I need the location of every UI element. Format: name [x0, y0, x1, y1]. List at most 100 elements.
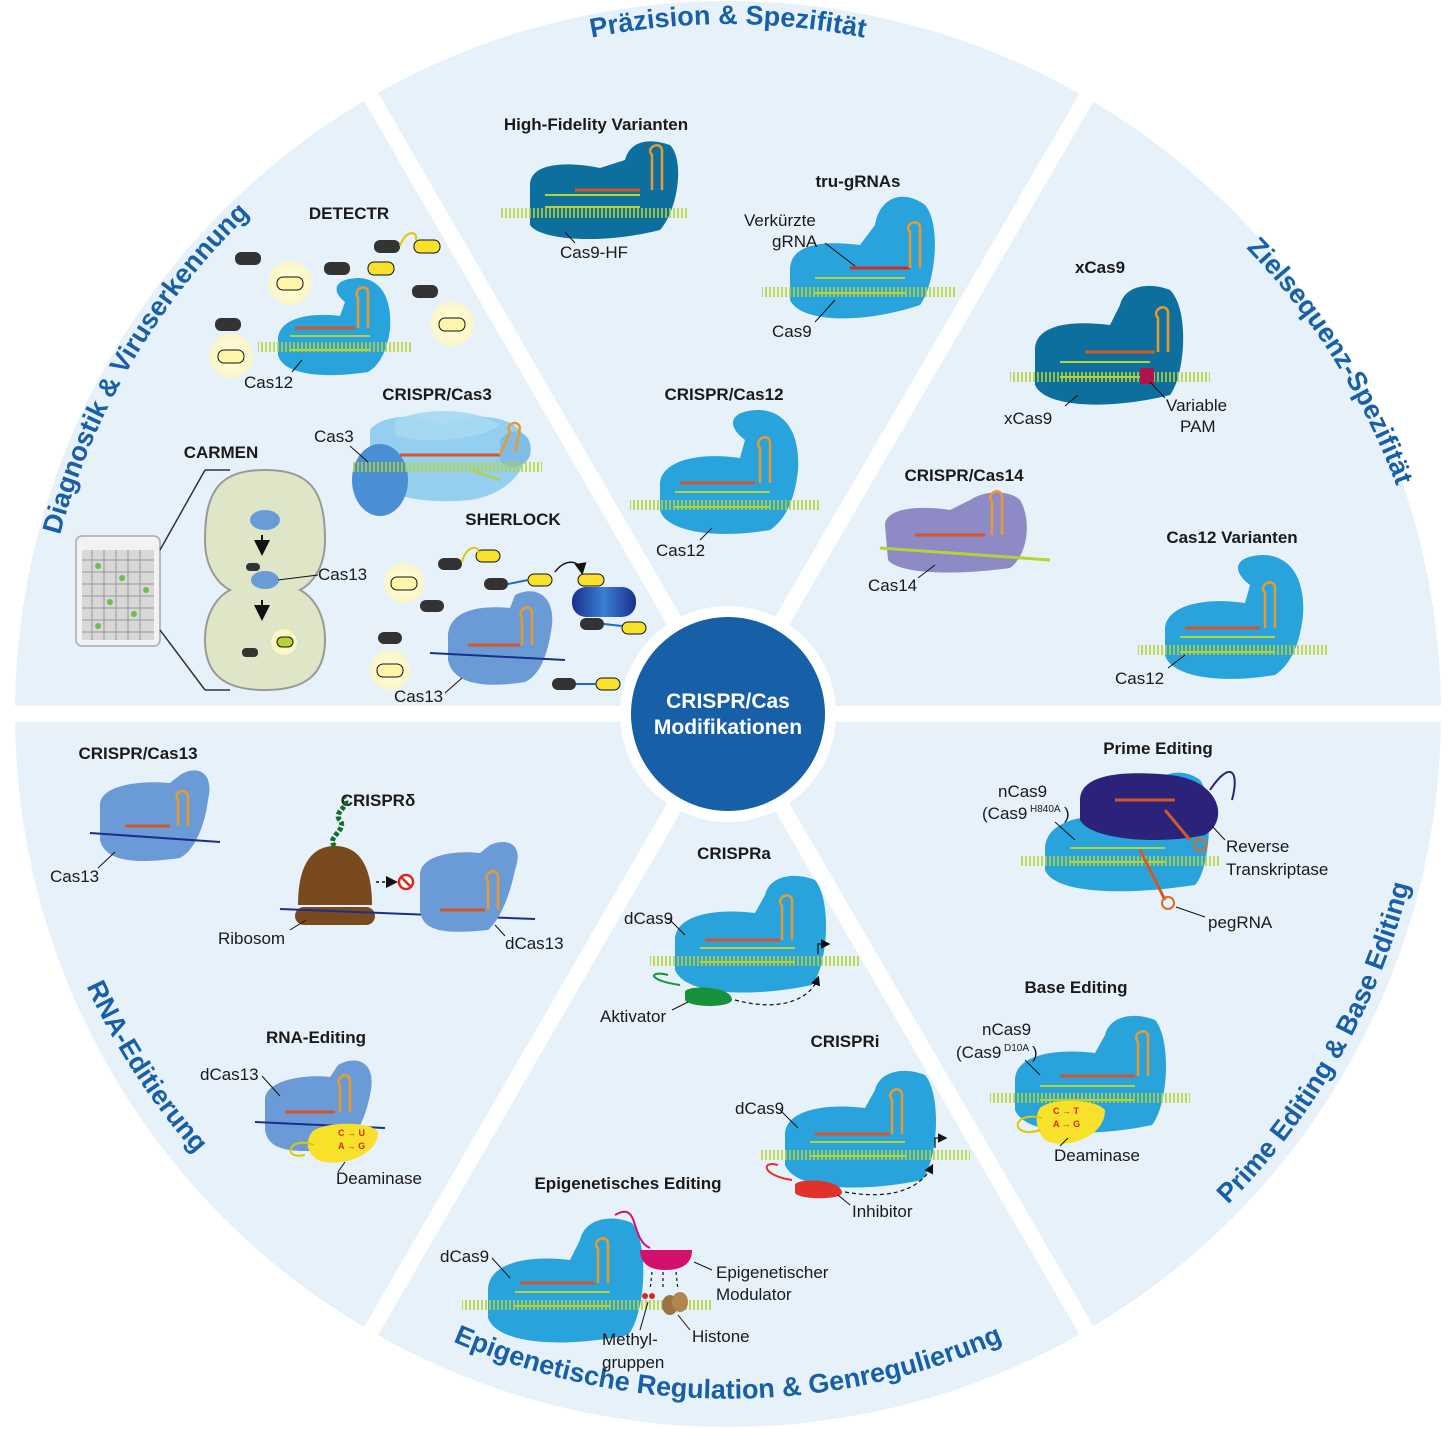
grna-hairpin-icon	[337, 1074, 352, 1112]
cas13-panel: CRISPR/Cas13 Cas13	[50, 744, 221, 886]
leader-line	[677, 1314, 691, 1331]
linker-icon	[765, 1163, 793, 1181]
stop-slash-icon	[400, 876, 412, 888]
base-label2: (Cas9	[956, 1043, 1001, 1062]
cas13-label: Cas13	[50, 867, 99, 886]
methyl-group-icon	[642, 1293, 648, 1299]
quencher-icon	[420, 600, 444, 612]
dna-strand-icon	[469, 469, 501, 481]
leader-line	[494, 924, 506, 937]
tss-arrow-icon	[817, 939, 831, 954]
cascade-subunit-icon	[395, 410, 500, 441]
epi-panel: Epigenetisches Editing dCas9 Epigenetisc…	[440, 1174, 829, 1372]
tss-arrow-icon	[934, 1133, 948, 1148]
quencher-icon	[235, 252, 261, 265]
tru-panel: tru-gRNAs Verkürzte gRNA Cas9	[744, 172, 956, 341]
base-edit1: C → T	[1053, 1106, 1080, 1116]
peptide-chain-icon	[330, 796, 349, 848]
fluorophore-icon	[390, 576, 418, 591]
leader-line	[1064, 394, 1079, 407]
grna-hairpin-icon	[519, 606, 534, 645]
dna-strand-icon	[515, 1291, 610, 1307]
crispra-panel: CRISPRa dCas9 Aktivator	[600, 844, 860, 1026]
crispri-panel: CRISPRi dCas9 Inhibitor	[735, 1032, 970, 1221]
modification-arrows-icon	[649, 1271, 679, 1291]
dna-strand-icon	[1070, 847, 1165, 863]
reporter-quencher-icon	[552, 678, 576, 690]
pegrna-loop-icon	[1161, 896, 1175, 910]
quencher-icon	[378, 632, 402, 644]
dna-strand-icon	[1180, 636, 1275, 653]
rnaed-edit2: A → G	[338, 1141, 365, 1151]
delta-label: dCas13	[505, 934, 564, 953]
prime-peg: pegRNA	[1208, 913, 1273, 932]
pegrna-loop-icon	[1193, 838, 1207, 852]
reporter-quencher-icon	[580, 618, 604, 630]
leader-line	[261, 1075, 281, 1097]
delta-panel: CRISPRδ Ribosom dCas13	[218, 791, 564, 953]
grna-hairpin-icon	[989, 490, 1004, 535]
leader-line	[1024, 1059, 1041, 1076]
fluorophore-icon	[276, 276, 304, 291]
cas12v-label: Cas12	[1115, 669, 1164, 688]
cas13-protein-icon	[100, 770, 210, 861]
leader-line	[1175, 906, 1206, 918]
linker-icon	[289, 1141, 315, 1157]
leader-line	[667, 917, 686, 936]
hifi-panel: High-Fidelity Varianten Cas9-HF	[500, 115, 688, 262]
carmen-title: CARMEN	[184, 443, 259, 462]
delta-ribosome: Ribosom	[218, 929, 285, 948]
reverse-transcriptase-icon	[1080, 773, 1219, 840]
linker-icon	[614, 1210, 651, 1249]
activator-icon	[685, 987, 732, 1006]
reporter-linker-icon	[461, 546, 480, 563]
leader-line	[1149, 381, 1166, 399]
dna-icon	[352, 462, 542, 472]
reporter-quencher-icon	[246, 563, 260, 571]
dna-strand-icon	[675, 491, 770, 508]
microwell-grid-icon	[82, 550, 154, 640]
leader-line	[1167, 654, 1186, 669]
leader-line	[917, 564, 936, 579]
base-title: Base Editing	[1025, 978, 1128, 997]
rnaed-title: RNA-Editing	[266, 1028, 366, 1047]
center-circle	[631, 617, 825, 811]
prime-rt1: Reverse	[1226, 837, 1289, 856]
leader-line	[699, 527, 713, 541]
prime-title: Prime Editing	[1103, 739, 1213, 758]
fluorophore-icon	[276, 636, 294, 648]
sherlock-label: Cas13	[394, 687, 443, 706]
tru-title: tru-gRNAs	[816, 172, 901, 191]
repression-arrow-icon	[844, 1163, 934, 1196]
zoom-bracket-icon	[159, 469, 206, 691]
linker-icon	[1209, 770, 1236, 801]
ssdna-icon	[879, 546, 1051, 562]
grna-hairpin-icon	[595, 1237, 610, 1283]
cas12-title: CRISPR/Cas12	[664, 385, 783, 404]
deaminase-icon	[1036, 1100, 1105, 1144]
cas13-small-icon	[251, 571, 279, 589]
carmen-label: Cas13	[318, 565, 367, 584]
grna-hairpin-icon	[1135, 1030, 1150, 1076]
epi-mod1: Epigenetischer	[716, 1263, 829, 1282]
rnaed-panel: RNA-Editing C → U A → G dCas13 Deaminase	[200, 1028, 422, 1188]
cas3-label: Cas3	[314, 427, 354, 446]
quencher-icon	[324, 262, 350, 275]
reporter-fluorophore-icon	[595, 677, 621, 691]
grna-hairpin-icon	[355, 286, 370, 328]
grna-hairpin-icon	[1262, 581, 1277, 628]
leader-line	[1059, 1137, 1069, 1147]
fluorophore-icon	[376, 663, 404, 678]
cas13-small-icon	[250, 510, 280, 530]
grna-hairpin-icon	[1155, 306, 1170, 352]
grna-hairpin-icon	[498, 421, 522, 456]
crispra-label: dCas9	[624, 909, 673, 928]
rna-strand-icon	[429, 652, 566, 661]
base-deaminase-label: Deaminase	[1054, 1146, 1140, 1165]
leader-line	[1054, 821, 1076, 841]
dna-strand-icon	[290, 335, 370, 351]
dna-icon	[500, 208, 688, 218]
base-label-close: )	[1032, 1043, 1038, 1062]
rnaed-deaminase-label: Deaminase	[336, 1169, 422, 1188]
fluorophore-icon	[217, 349, 245, 364]
